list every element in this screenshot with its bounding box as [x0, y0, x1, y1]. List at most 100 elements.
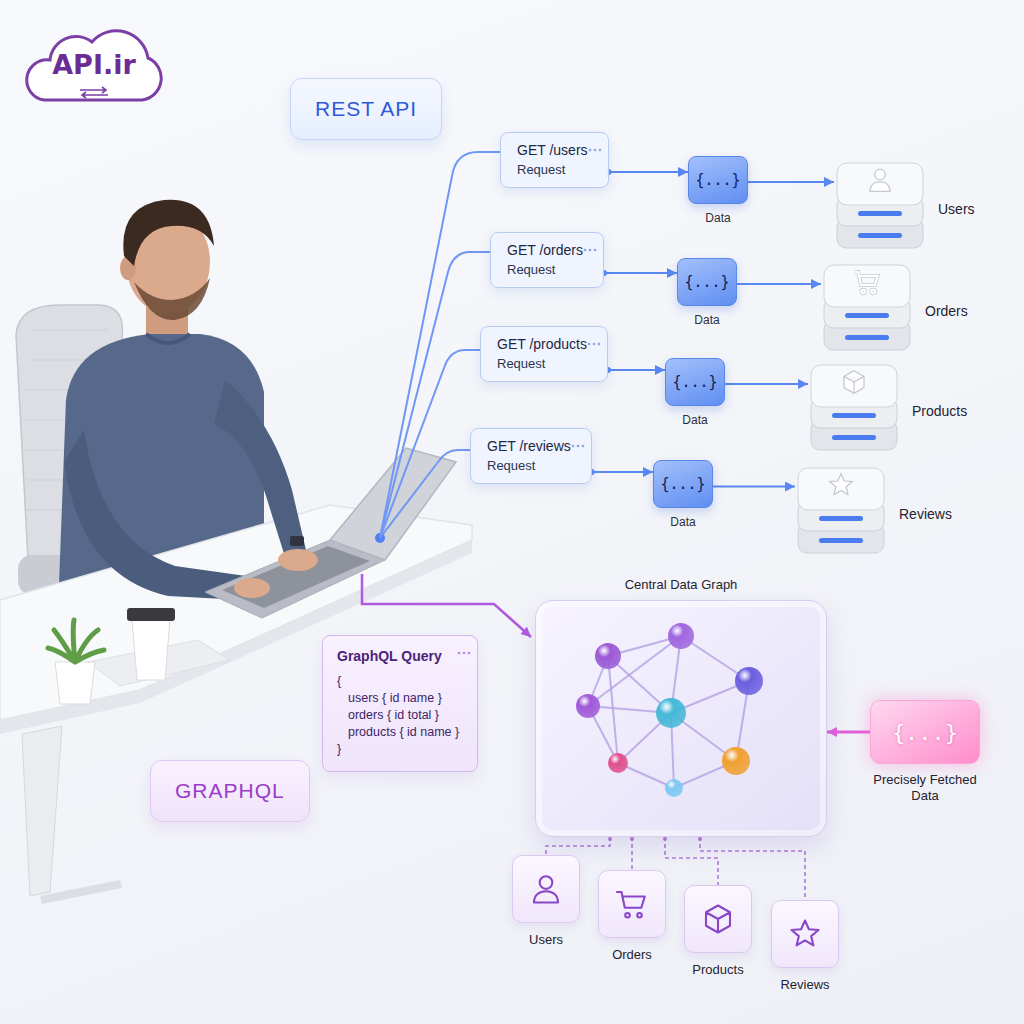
data-node: {...} Data [653, 460, 713, 529]
connector [713, 486, 795, 488]
query-code-line: { [337, 673, 459, 690]
menu-dots [584, 249, 587, 252]
badge-label: REST API [315, 97, 417, 120]
database-icon [870, 169, 890, 191]
connector [592, 471, 653, 473]
network-graphic [595, 643, 621, 669]
laptop [222, 546, 370, 608]
network-graphic [536, 601, 826, 836]
data-label: Data [670, 515, 695, 529]
menu-dots [457, 641, 471, 659]
menu-dots [589, 249, 592, 252]
menu-dots [588, 149, 591, 152]
request-path: GET /reviews [487, 438, 571, 454]
db-node: Users [834, 160, 975, 252]
menu-dots [583, 248, 597, 252]
menu-dots [571, 434, 585, 452]
connector [748, 181, 834, 183]
person-arms [64, 430, 246, 600]
graph-title: Central Data Graph [625, 577, 738, 592]
network-graphic [608, 753, 628, 773]
database-icon [832, 435, 876, 440]
entity-label: Orders [612, 947, 652, 962]
entity-icon [534, 876, 558, 902]
icon-node: Reviews [771, 900, 839, 992]
network-graphic [735, 667, 763, 695]
menu-dots [588, 138, 602, 156]
database-icon [824, 265, 910, 307]
entity-label: Users [529, 932, 563, 947]
person-arms [214, 380, 306, 560]
connector [608, 369, 665, 371]
menu-dots [593, 343, 596, 346]
db-node: Reviews [795, 465, 952, 557]
network-graphic [608, 656, 618, 763]
entity-label: Products [692, 962, 743, 977]
menu-dots [571, 445, 574, 448]
query-node: GraphQL Query{users { id name }orders { … [322, 635, 478, 772]
person [123, 200, 214, 266]
laptop-request-lines [380, 450, 470, 538]
entity-icon [513, 856, 579, 922]
title-badge: REST API [290, 78, 442, 140]
menu-dots [458, 652, 461, 655]
database-icon [858, 233, 902, 238]
entity-box [598, 870, 666, 938]
menu-dots [598, 149, 601, 152]
network-graphic [722, 747, 750, 775]
entity-label: Reviews [780, 977, 829, 992]
data-label: Data [682, 413, 707, 427]
query-code-line: } [337, 741, 459, 758]
entity-icon [617, 892, 645, 918]
database-icon [844, 371, 864, 394]
request-label: Request [517, 162, 588, 177]
connector [609, 171, 688, 173]
laptop-request-lines [380, 252, 490, 538]
desk [22, 726, 62, 896]
result-box: {...} [870, 700, 980, 764]
entity-icon [599, 871, 665, 937]
json-symbol: {...} [695, 171, 740, 189]
laptop [205, 448, 456, 618]
database-icon [837, 163, 923, 205]
request-path: GET /users [517, 142, 588, 158]
network-graphic [668, 623, 694, 649]
data-node: {...}Data [677, 258, 737, 327]
pink-node: {...}Precisely Fetched Data [863, 700, 987, 804]
laptop-request-lines [380, 350, 480, 538]
network-graphic [665, 779, 683, 797]
entity-box [771, 900, 839, 968]
database-stack [808, 362, 900, 454]
resource-label: Reviews [899, 506, 952, 522]
database-stack [821, 262, 913, 354]
menu-dots [576, 445, 579, 448]
data-box: {...} [653, 460, 713, 508]
entity-icon [534, 876, 558, 902]
data-box: {...} [677, 258, 737, 306]
database-icon [798, 468, 884, 510]
graph-box [535, 600, 827, 837]
connector-dot [630, 837, 634, 841]
menu-dots [571, 444, 585, 448]
menu-dots [587, 332, 601, 350]
menu-dots [468, 652, 471, 655]
req-node: GET /ordersRequest [490, 232, 604, 288]
laptop [278, 549, 318, 571]
database-icon [819, 538, 863, 543]
entity-icon [706, 906, 730, 933]
connector [725, 383, 808, 385]
request-label: Request [507, 262, 583, 277]
entity-icon [706, 906, 730, 933]
menu-dots [587, 342, 601, 346]
laptop-graph-arrow [362, 574, 531, 637]
database-icon [844, 371, 864, 394]
database-icon [845, 313, 889, 318]
json-symbol: {...} [672, 373, 717, 391]
menu-dots [594, 249, 597, 252]
data-node: {...}Data [688, 156, 748, 225]
database-icon [795, 465, 887, 557]
database-icon [821, 262, 913, 354]
laptop [290, 536, 304, 546]
entity-icon [792, 921, 819, 946]
icon-node: Users [512, 855, 580, 947]
